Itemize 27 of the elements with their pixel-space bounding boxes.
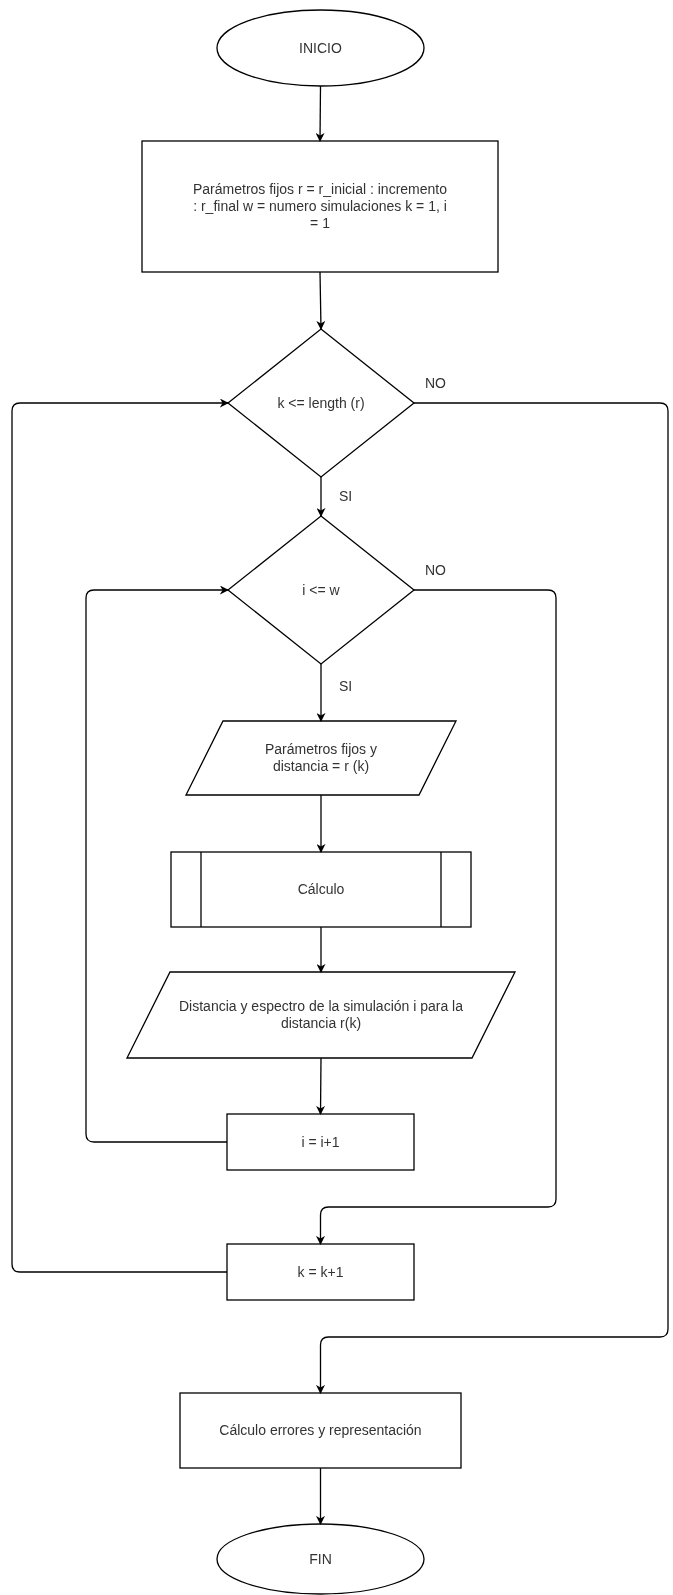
arrow — [316, 476, 326, 517]
node-text: k = k+1 — [297, 1263, 344, 1281]
arrow — [316, 402, 669, 1394]
arrow — [316, 271, 326, 330]
node-text: Distancia y espectro de la simulación i para la distancia r(k) — [178, 998, 464, 1032]
edge-label: SI — [338, 678, 354, 694]
node-text: Parámetros fijos r = r_inicial : incremento : r_final w = numero simulaciones k = 1, i = 1 — [191, 181, 448, 232]
arrow — [316, 589, 557, 1245]
node-text: i <= w — [302, 581, 340, 599]
node-text: INICIO — [299, 39, 342, 57]
arrow — [316, 1467, 325, 1525]
edge-label: NO — [424, 562, 447, 578]
node-text: k <= length (r) — [277, 394, 365, 412]
arrow — [316, 663, 326, 722]
node-text: Parámetros fijos y distancia = r (k) — [263, 741, 378, 775]
node-text: Cálculo — [297, 881, 345, 898]
node-text: Cálculo errores y representación — [219, 1422, 422, 1439]
edge-label: SI — [338, 488, 354, 504]
node-text: FIN — [309, 1550, 332, 1568]
node-text: i = i+1 — [301, 1133, 340, 1151]
arrow — [316, 794, 326, 853]
arrow — [85, 585, 229, 1143]
arrow — [316, 926, 326, 973]
arrow — [315, 85, 325, 142]
arrow — [316, 1057, 326, 1115]
edge-label: NO — [424, 375, 447, 391]
arrow — [11, 398, 229, 1273]
